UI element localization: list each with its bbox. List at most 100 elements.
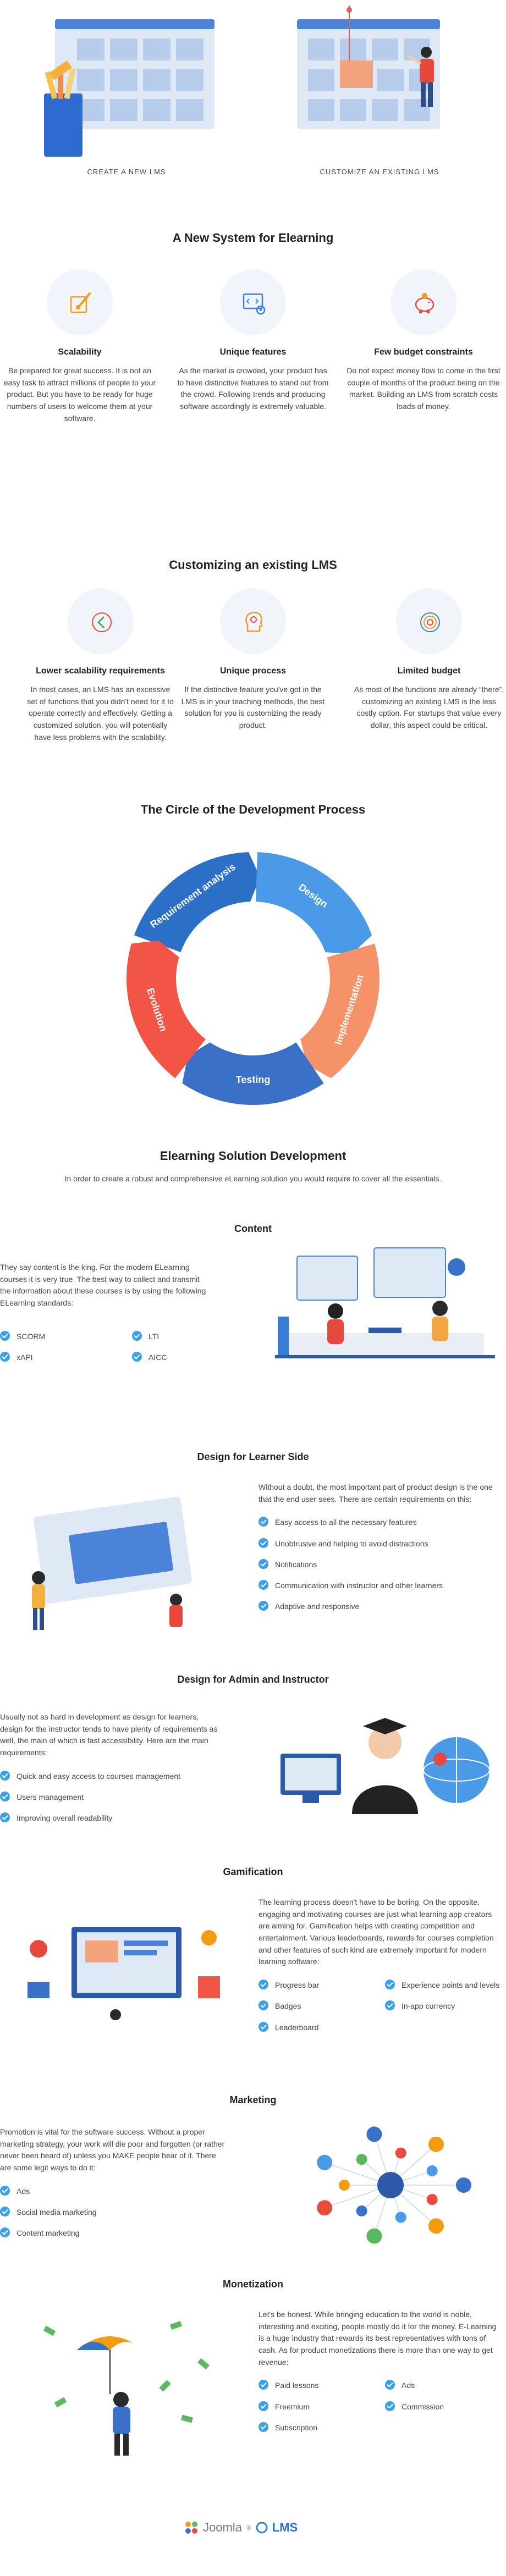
customize-lms-caption: CUSTOMIZE AN EXISTING LMS [320, 168, 439, 176]
block-title: Limited budget [397, 666, 461, 676]
network-node [339, 2180, 350, 2191]
block-text: In most cases, an LMS has an excessive s… [27, 685, 174, 742]
check-icon [132, 1330, 142, 1341]
list-item: Ads [385, 2380, 501, 2390]
list-item: Badges [258, 2000, 374, 2011]
section-intro: In order to create a robust and comprehe… [64, 1174, 442, 1183]
network-node [356, 2205, 367, 2216]
learner-illustration [32, 1496, 193, 1630]
customizing-section: Customizing an existing LMS Lower scalab… [0, 558, 506, 789]
joomla-icon [185, 2522, 197, 2534]
block-text: Do not expect money flow to come in the … [346, 366, 501, 411]
check-icon [0, 1351, 10, 1362]
joomla-lms-logo[interactable]: Joomla ® LMS [184, 2520, 298, 2535]
check-icon [258, 1579, 268, 1590]
network-hub [377, 2172, 404, 2198]
check-icon [132, 1351, 142, 1362]
block-text: Be prepared for great success. It is not… [3, 366, 156, 423]
list-item: Notifications [258, 1558, 501, 1569]
list-item: Communication with instructor and other … [258, 1579, 501, 1590]
gamification-illustration [28, 1927, 220, 2020]
section-title: A New System for Elearning [172, 231, 334, 245]
check-icon [385, 1980, 395, 1990]
standards-list: SCORM LTI xAPI AICC [0, 1330, 209, 1373]
list-item: Paid lessons [258, 2380, 374, 2390]
marketing-network-illustration [317, 2126, 471, 2244]
list-item: Ads [0, 2185, 226, 2196]
network-node [366, 2126, 382, 2142]
customize-lms-illustration [297, 5, 440, 129]
section-title: Design for Admin and Instructor [177, 1674, 329, 1685]
cycle-segment [182, 1042, 324, 1105]
list-item: Content marketing [0, 2227, 226, 2238]
paintbrush-icon [70, 292, 91, 313]
marketing-list: Ads Social media marketing Content marke… [0, 2185, 226, 2238]
cycle-segment [255, 852, 372, 954]
network-node [428, 2136, 444, 2152]
content-illustration [275, 1247, 495, 1358]
check-icon [0, 2206, 10, 2216]
check-icon [258, 1538, 268, 1548]
list-item: Adaptive and responsive [258, 1601, 501, 1611]
monetization-illustration [43, 2320, 210, 2456]
admin-illustration [280, 1718, 490, 1814]
check-icon [258, 2380, 268, 2390]
cycle-segment [134, 852, 260, 953]
list-item: Improving overall readability [0, 1812, 220, 1823]
monetization-list: Paid lessons Ads Freemium Commission Sub… [258, 2380, 501, 2444]
lms-circle-icon [256, 2522, 268, 2534]
check-icon [258, 1980, 268, 1990]
section-title: Content [234, 1223, 272, 1234]
top-illustrations: CREATE A NEW LMS CUSTOMIZE AN EXISTING L… [0, 0, 506, 192]
network-node [426, 2194, 438, 2205]
code-gear-icon [243, 293, 266, 315]
check-icon [258, 2401, 268, 2411]
network-node [456, 2177, 471, 2193]
learner-list: Easy access to all the necessary feature… [258, 1517, 501, 1611]
cycle-segment-label: Testing [236, 1074, 271, 1085]
piggy-bank-icon [415, 293, 435, 313]
registered-mark: ® [246, 2524, 251, 2531]
gamification-list: Progress bar Experience points and level… [258, 1980, 501, 2043]
section-title: The Circle of the Development Process [140, 803, 366, 816]
check-icon [0, 1791, 10, 1801]
chevron-left-icon [91, 612, 112, 632]
elearning-section: Elearning Solution Development In order … [0, 1149, 506, 1193]
list-item: Easy access to all the necessary feature… [258, 1517, 501, 1527]
check-icon [258, 1601, 268, 1611]
network-node [366, 2228, 382, 2244]
check-icon [385, 2000, 395, 2011]
network-node [426, 2165, 438, 2176]
lower-scalability-block: Lower scalability requirements In most c… [25, 588, 176, 743]
few-budget-block: Few budget constraints Do not expect mon… [346, 269, 501, 413]
block-text: If the distinctive feature you've got in… [181, 685, 325, 730]
network-node [428, 2218, 444, 2234]
learner-section: Design for Learner Side Without a doubt,… [0, 1451, 506, 1671]
logo-badge: LMS [272, 2520, 298, 2534]
content-section: Content They say content is the king. Fo… [0, 1223, 506, 1432]
list-item: AICC [132, 1351, 209, 1362]
network-node [317, 2200, 333, 2216]
list-item: Unobtrusive and helping to avoid distrac… [258, 1538, 501, 1549]
logo-text: Joomla [203, 2520, 242, 2534]
check-icon [385, 2401, 395, 2411]
list-item: Quick and easy access to courses managem… [0, 1770, 220, 1781]
check-icon [0, 1812, 10, 1823]
section-text: Promotion is vital for the software succ… [0, 2127, 225, 2173]
list-item: Commission [385, 2401, 501, 2412]
cycle-segment [300, 943, 380, 1079]
list-item: Subscription [258, 2422, 374, 2433]
block-title: Unique process [219, 666, 287, 676]
check-icon [258, 1558, 268, 1569]
section-text: Without a doubt, the most important part… [258, 1483, 493, 1503]
check-icon [385, 2380, 395, 2390]
list-item: Freemium [258, 2401, 374, 2412]
marketing-section: Marketing Promotion is vital for the sof… [0, 2094, 506, 2276]
create-lms-caption: CREATE A NEW LMS [87, 168, 166, 176]
section-title: Marketing [229, 2094, 277, 2105]
block-title: Few budget constraints [374, 347, 473, 357]
block-title: Lower scalability requirements [36, 666, 165, 676]
check-icon [0, 2185, 10, 2196]
check-icon [0, 1330, 10, 1341]
